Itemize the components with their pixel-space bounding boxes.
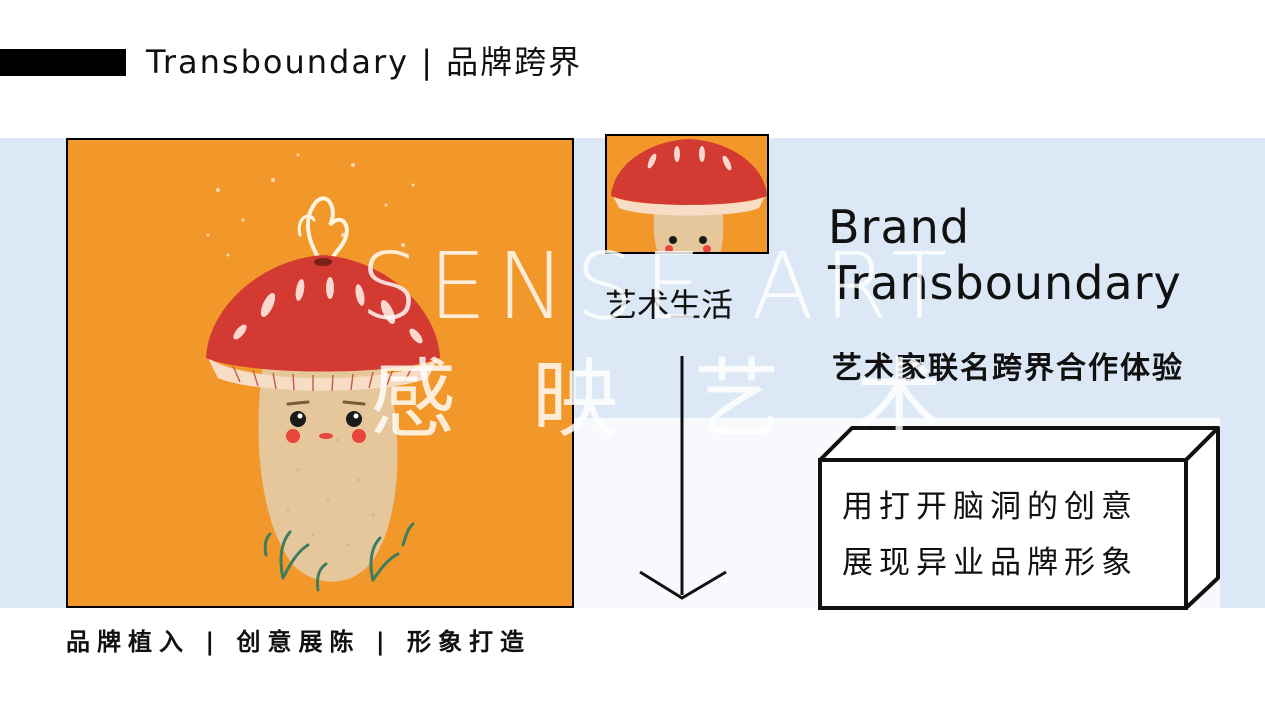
brand-title-line2: Transboundary xyxy=(828,256,1182,310)
mushroom-illustration-icon xyxy=(68,140,572,606)
mushroom-thumbnail-icon xyxy=(607,136,767,252)
box-text-line1: 用打开脑洞的创意 xyxy=(842,489,1138,525)
header-accent-bar xyxy=(0,49,126,76)
brand-subtitle: 艺术家联名跨界合作体验 xyxy=(832,351,1184,386)
3d-box-frame-icon xyxy=(818,426,1220,610)
box-text-line2: 展现异业品牌形象 xyxy=(842,545,1138,581)
thumbnail-caption: 艺术生活 xyxy=(605,286,734,324)
brand-title-line1: Brand xyxy=(828,200,971,254)
down-arrow-icon xyxy=(639,356,727,600)
mushroom-artwork xyxy=(66,138,574,608)
footer-tagline: 品牌植入 | 创意展陈 | 形象打造 xyxy=(66,628,531,656)
thumbnail-artwork xyxy=(605,134,769,254)
page-title: Transboundary | 品牌跨界 xyxy=(146,43,583,81)
